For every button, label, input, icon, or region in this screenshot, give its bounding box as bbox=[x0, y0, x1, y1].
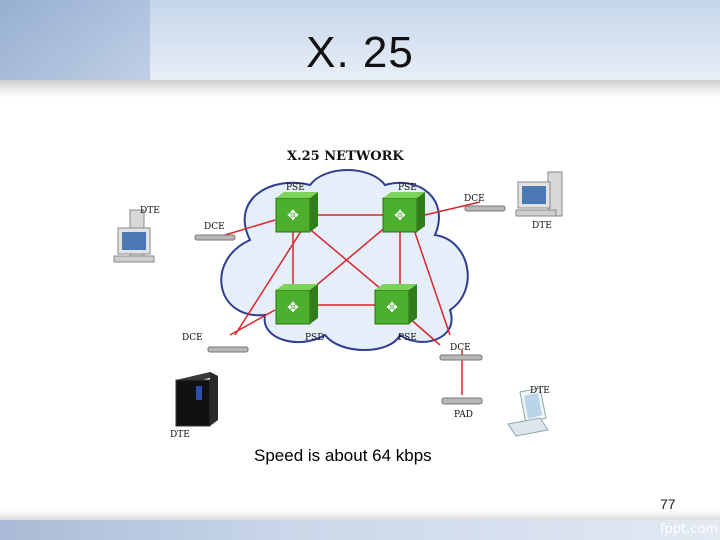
label-dce-left: DCE bbox=[204, 222, 225, 232]
pse-switch-top-left: ✥ bbox=[275, 192, 318, 233]
dce-modem-top-right bbox=[464, 205, 506, 212]
network-svg: X.25 NETWORK ✥ bbox=[113, 149, 563, 440]
network-cloud bbox=[220, 169, 469, 351]
svg-text:✥: ✥ bbox=[394, 208, 406, 224]
label-dte-left: DTE bbox=[140, 206, 160, 216]
header-panel bbox=[150, 0, 720, 80]
slide-number: 77 bbox=[660, 496, 676, 512]
dce-modem-bottom-left bbox=[207, 346, 249, 353]
svg-text:✥: ✥ bbox=[287, 208, 299, 224]
label-dte-top-right: DTE bbox=[532, 221, 552, 231]
svg-text:✥: ✥ bbox=[386, 300, 398, 316]
pad-device bbox=[441, 397, 483, 405]
pse-switch-top-right: ✥ bbox=[382, 192, 425, 233]
label-pse-top-left: PSE bbox=[286, 183, 305, 193]
dce-modem-bottom-right bbox=[439, 354, 483, 361]
header-shadow bbox=[0, 80, 720, 98]
label-dce-bottom-right: DCE bbox=[450, 343, 471, 353]
network-title: X.25 NETWORK bbox=[287, 149, 404, 164]
footer-shadow bbox=[0, 510, 720, 520]
label-dce-top-right: DCE bbox=[464, 194, 485, 204]
label-pse-top-right: PSE bbox=[398, 183, 417, 193]
dte-computer-left-icon bbox=[113, 209, 155, 263]
label-pse-bottom-right: PSE bbox=[398, 333, 417, 343]
pse-switch-bottom-right: ✥ bbox=[374, 284, 417, 325]
label-dce-bottom-left: DCE bbox=[182, 333, 203, 343]
footer-band bbox=[0, 520, 720, 540]
slide-caption: Speed is about 64 kbps bbox=[254, 446, 432, 465]
label-dte-bottom-left: DTE bbox=[170, 430, 190, 440]
x25-network-diagram: X.25 NETWORK ✥ bbox=[100, 140, 580, 440]
slide-title: X. 25 bbox=[306, 28, 414, 77]
label-pad: PAD bbox=[454, 410, 473, 420]
header-accent bbox=[0, 0, 150, 88]
label-dte-bottom-right: DTE bbox=[530, 386, 550, 396]
label-psd-bottom-left: PSD bbox=[305, 333, 324, 343]
dte-terminal-icon bbox=[507, 387, 549, 437]
psd-switch-bottom-left: ✥ bbox=[275, 284, 318, 325]
dte-server-icon bbox=[175, 372, 218, 427]
dte-computer-top-right-icon bbox=[515, 171, 563, 217]
watermark: fppt.com bbox=[660, 522, 719, 537]
svg-text:✥: ✥ bbox=[287, 300, 299, 316]
dce-modem-left bbox=[194, 234, 236, 241]
